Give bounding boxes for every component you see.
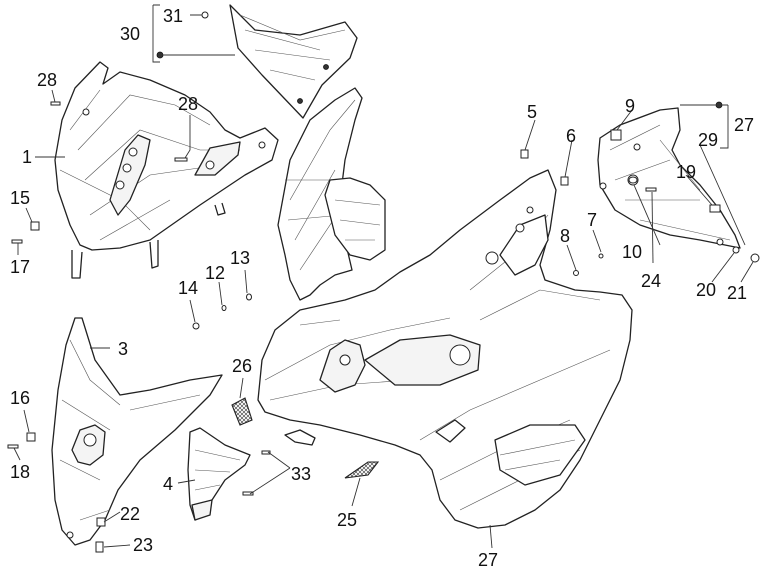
callout-labels: 30 31 28 28 1 15 17 14 12 13 3 16 18 4 2… — [10, 6, 754, 570]
callout-1: 1 — [22, 147, 32, 167]
front-leg-shield-body — [257, 169, 633, 529]
callout-3: 3 — [118, 339, 128, 359]
callout-4: 4 — [163, 474, 173, 494]
upper-inner-panel — [229, 4, 358, 119]
callout-6: 6 — [566, 126, 576, 146]
headlight-upper-cover — [54, 61, 279, 279]
callout-17: 18 — [10, 462, 30, 482]
center-cover-panel — [187, 427, 251, 521]
callout-5: 5 — [527, 102, 537, 122]
hardware — [7, 11, 760, 553]
callout-20: 21 — [727, 283, 747, 303]
callout-21: 22 — [120, 504, 140, 524]
callout-22: 23 — [133, 535, 153, 555]
lower-headlight-frame — [51, 317, 223, 546]
callout-31: 31 — [163, 6, 183, 26]
callout-30: 30 — [120, 24, 140, 44]
callout-15: 16 — [10, 388, 30, 408]
callout-16: 17 — [10, 257, 30, 277]
callout-28-left: 28 — [37, 70, 57, 90]
callout-18: 19 — [676, 162, 696, 182]
callout-10: 10 — [622, 242, 642, 262]
callout-23: 24 — [641, 271, 661, 291]
leader-lines — [13, 4, 754, 549]
callout-29: 29 — [698, 130, 718, 150]
callout-13: 14 — [178, 278, 198, 298]
callout-33: 33 — [291, 464, 311, 484]
callout-27: 27 — [734, 115, 754, 135]
callout-8: 8 — [560, 226, 570, 246]
grille-mesh-25 — [231, 397, 253, 426]
callout-12: 13 — [230, 248, 250, 268]
callout-7: 7 — [587, 210, 597, 230]
callout-11: 12 — [205, 263, 225, 283]
callout-28-center: 28 — [178, 94, 198, 114]
callout-19: 20 — [696, 280, 716, 300]
inner-leg-shield — [277, 87, 386, 301]
callout-14: 15 — [10, 188, 30, 208]
callout-9: 9 — [625, 96, 635, 116]
callout-25: 26 — [232, 356, 252, 376]
right-side-panel — [597, 107, 741, 249]
callout-24: 25 — [337, 510, 357, 530]
callout-26: 27 — [478, 550, 498, 570]
grille-mesh-24 — [344, 461, 380, 479]
